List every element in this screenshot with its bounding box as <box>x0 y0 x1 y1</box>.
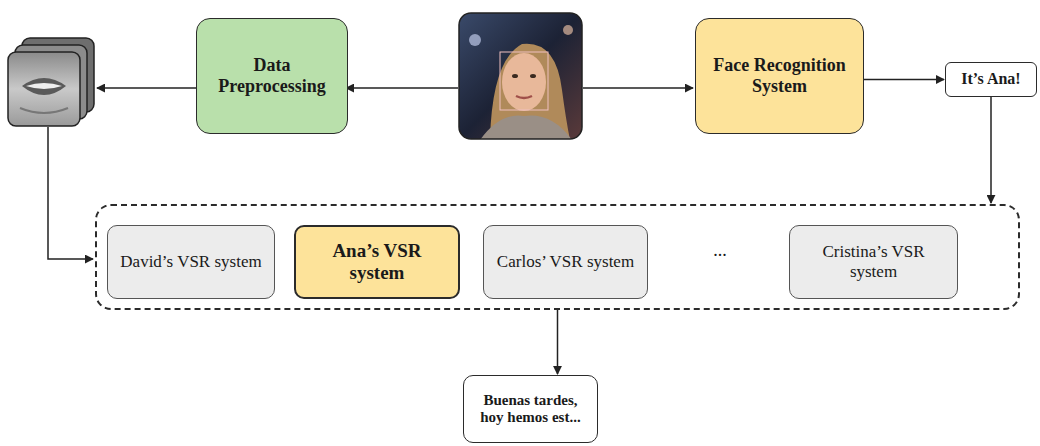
model-box: David’s VSR system <box>107 225 275 299</box>
arrow-line <box>97 87 196 89</box>
node-label: Cristina’s VSR system <box>800 242 947 281</box>
arrow-connector <box>864 79 944 81</box>
arrow-connector <box>557 310 559 374</box>
node-label: David’s VSR system <box>120 252 261 272</box>
node-label: Buenas tardes, hoy hemos est... <box>474 392 587 427</box>
process-box: Face Recognition System <box>695 18 864 134</box>
node-label: Data Preprocessing <box>207 55 337 96</box>
arrow-line <box>583 87 693 89</box>
model-box: Carlos’ VSR system <box>483 225 648 299</box>
node-label: Carlos’ VSR system <box>497 252 634 272</box>
node-label: It’s Ana! <box>961 70 1020 88</box>
node-label: Ana’s VSR system <box>306 240 448 284</box>
mouth-frames <box>8 38 94 126</box>
arrow-line <box>48 127 93 259</box>
arrow-line <box>346 87 458 89</box>
arrow-connector <box>990 97 992 203</box>
model-box: Ana’s VSR system <box>294 225 460 299</box>
node-label: Face Recognition System <box>706 55 853 96</box>
process-box: Data Preprocessing <box>196 18 348 134</box>
ellipsis-label: ... <box>700 240 740 261</box>
model-box: Cristina’s VSR system <box>789 225 958 299</box>
face-photo <box>459 13 582 140</box>
output-box: Buenas tardes, hoy hemos est... <box>463 375 598 443</box>
group-container: David’s VSR system Ana’s VSR system Carlos… <box>95 204 1020 310</box>
result-box: It’s Ana! <box>945 62 1037 97</box>
